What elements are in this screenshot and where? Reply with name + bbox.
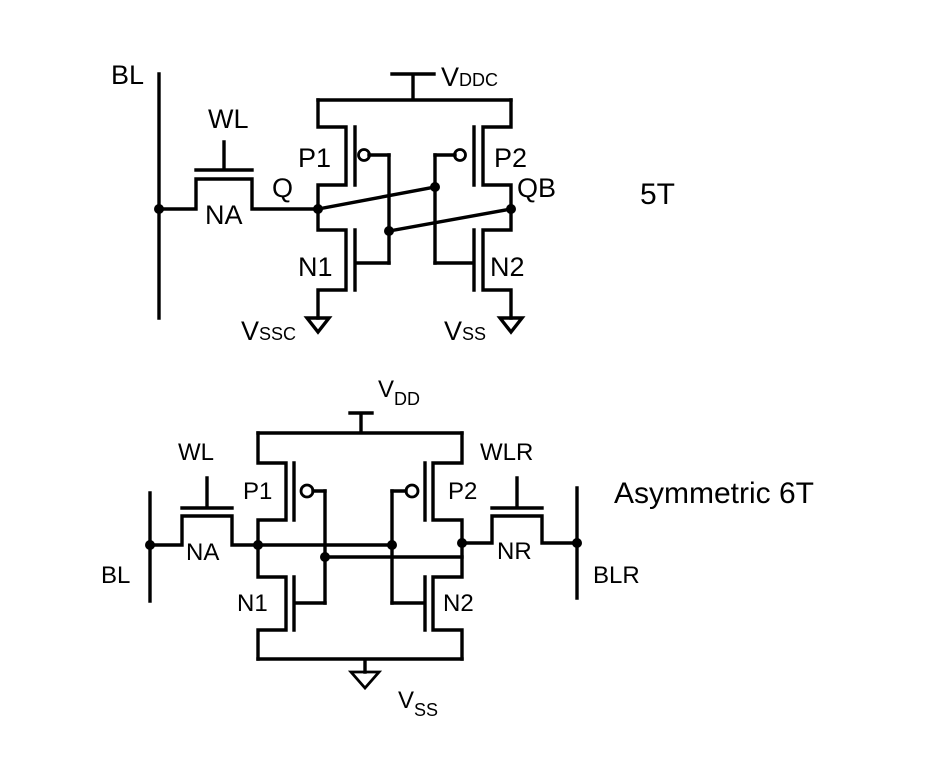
nr-label: NR: [497, 538, 532, 565]
n2-label: N2: [443, 590, 474, 617]
wordline-right-label: WLR: [480, 439, 533, 466]
junction-dot: [253, 540, 263, 550]
p2-label: P2: [448, 478, 477, 505]
p2-label: P2: [494, 143, 527, 173]
bitline-label: BL: [101, 562, 130, 589]
cell-type-label-asymmetric-6t: Asymmetric 6T: [614, 477, 814, 510]
access-transistor-na: [157, 140, 318, 211]
vdd-supply: [256, 411, 464, 435]
qb-node-label: QB: [517, 173, 556, 203]
na-label: NA: [186, 539, 219, 566]
p1-gate-bubble: [299, 483, 315, 499]
circuit-5t: BL WL NA Q QB P1 P2 N1 N2 VDDC VSSC VSS …: [111, 60, 675, 346]
transistor-n1: [316, 207, 391, 320]
ground-icon: [303, 316, 333, 335]
junction-dot: [387, 540, 397, 550]
transistor-n2: [433, 207, 513, 320]
circuit-asymmetric-6t: VDD WL WLR NA NR P1 P2 N1 N2 BL BLR VSS …: [101, 376, 814, 720]
n2-label: N2: [490, 252, 525, 282]
transistor-n2: [390, 541, 464, 661]
junction-dot: [320, 552, 330, 562]
cross-couple-wire-q: [316, 185, 437, 211]
p2-gate-bubble: [453, 148, 467, 162]
junction-dot: [145, 540, 155, 550]
p2-gate-bubble: [404, 483, 420, 499]
wordline-label: WL: [208, 104, 249, 134]
vdd-label: VDD: [378, 376, 420, 409]
vddc-supply: [316, 72, 513, 102]
vssc-label: VSSC: [241, 316, 296, 346]
vddc-label: VDDC: [441, 62, 498, 92]
vss-label: VSS: [444, 316, 486, 346]
junction-dot: [313, 204, 323, 214]
bitline-label: BL: [111, 60, 144, 90]
transistor-p1: [256, 431, 327, 547]
transistor-p2: [390, 431, 464, 545]
junction-dot: [154, 204, 164, 214]
cross-couple-wire-qb: [387, 207, 513, 233]
transistor-p1: [316, 98, 391, 211]
p1-label: P1: [243, 478, 272, 505]
vss-supply: [256, 657, 464, 674]
n1-label: N1: [298, 252, 333, 282]
junction-dot: [384, 226, 394, 236]
p1-label: P1: [298, 143, 331, 173]
junction-dot: [572, 538, 582, 548]
ground-icon: [496, 316, 526, 335]
junction-dot: [506, 204, 516, 214]
cell-type-label-5t: 5T: [640, 178, 675, 211]
junction-dot: [457, 538, 467, 548]
na-label: NA: [205, 200, 243, 230]
junction-dot: [430, 182, 440, 192]
bitline-right-label: BLR: [593, 562, 640, 589]
access-transistor-nr: [460, 476, 579, 545]
ground-icon: [347, 670, 383, 691]
p1-gate-bubble: [357, 148, 371, 162]
q-node-label: Q: [272, 173, 293, 203]
access-transistor-na: [148, 476, 260, 547]
n1-label: N1: [237, 590, 268, 617]
wordline-label: WL: [178, 439, 214, 466]
vss-label: VSS: [398, 687, 438, 720]
transistor-n1: [256, 543, 327, 661]
transistor-p2: [433, 98, 513, 211]
